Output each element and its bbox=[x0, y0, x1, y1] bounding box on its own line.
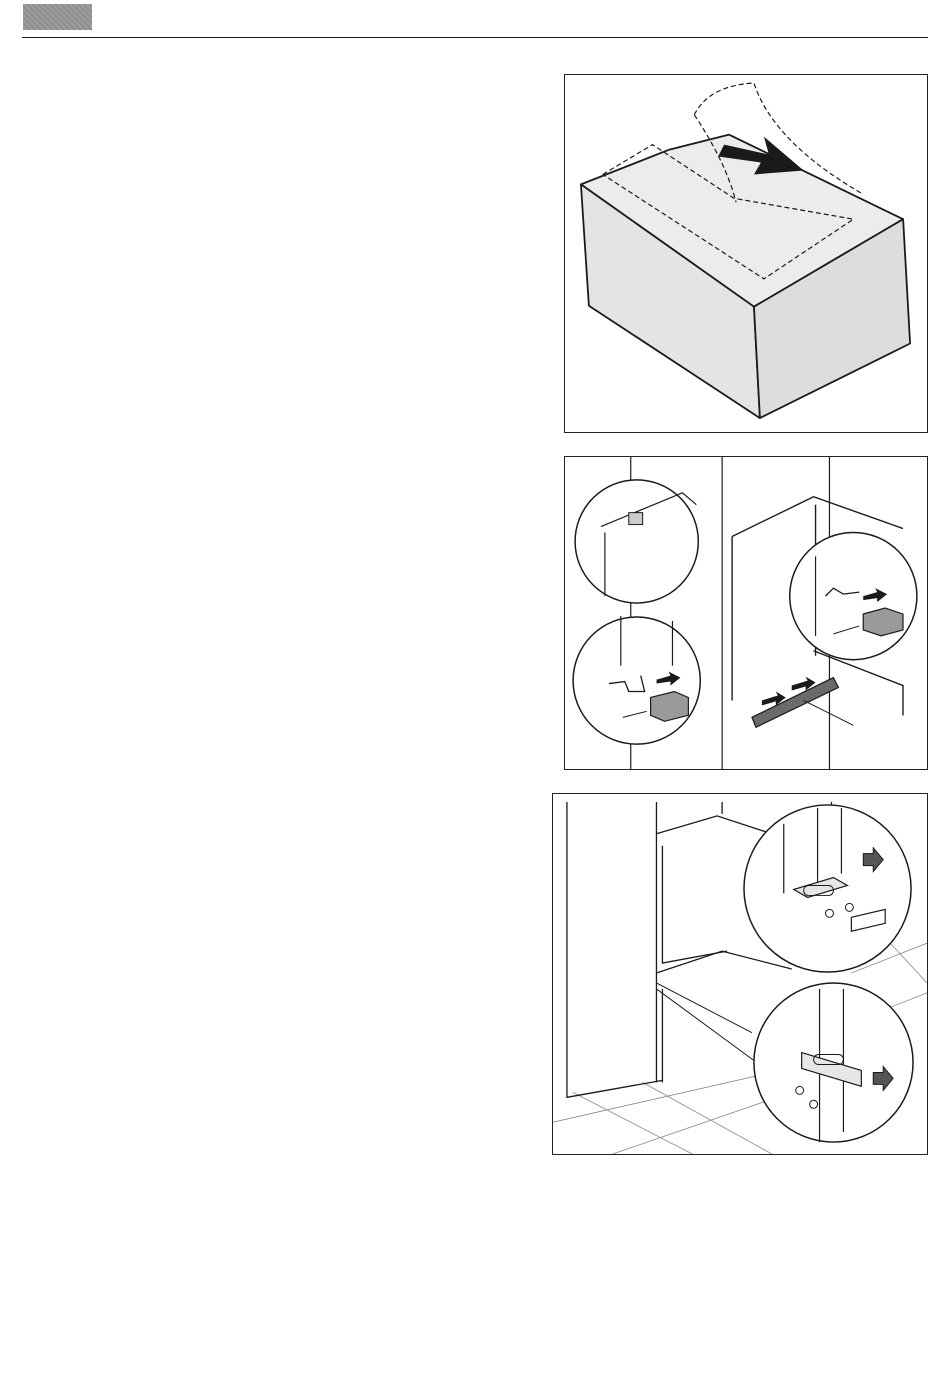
detail-circle-right bbox=[790, 533, 917, 660]
fix-door-sliding-brackets-illustration bbox=[553, 794, 927, 1154]
figure-hinge-covers bbox=[564, 456, 928, 770]
hinge-cover-right bbox=[863, 608, 903, 636]
section-tab bbox=[23, 4, 92, 30]
remove-protective-film-illustration bbox=[565, 75, 927, 432]
figure-remove-film bbox=[564, 74, 928, 433]
hinge-cover-left bbox=[651, 691, 689, 721]
fit-door-hinge-covers-illustration bbox=[565, 457, 927, 769]
detail-circle-top bbox=[575, 480, 698, 603]
header-rule bbox=[22, 37, 928, 38]
figure-sliding-brackets bbox=[552, 793, 928, 1155]
detail-circle-left bbox=[573, 617, 700, 744]
